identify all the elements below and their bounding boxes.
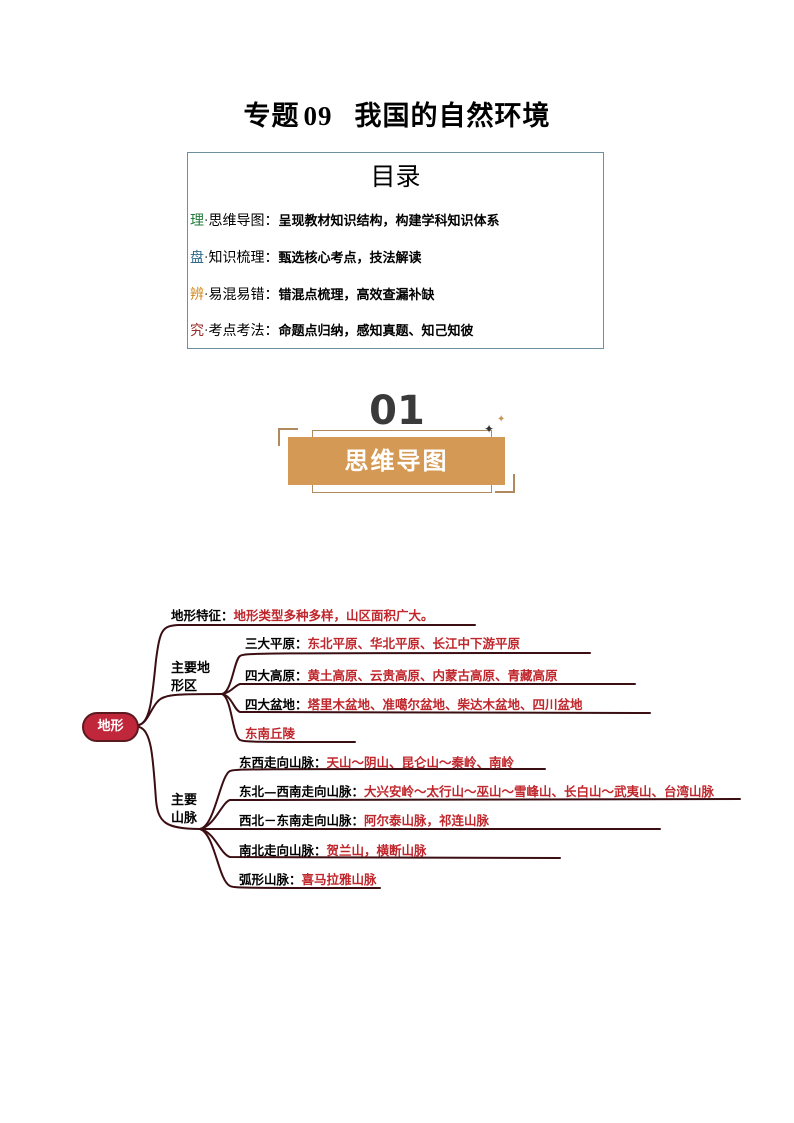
toc-key: 究 xyxy=(190,323,204,339)
node-label: 西北－东南走向山脉： xyxy=(239,813,365,828)
frame-line xyxy=(491,485,492,493)
toc-desc: 甄选核心考点，技法解读 xyxy=(278,251,422,266)
group-label: 山脉 xyxy=(171,811,198,826)
node-value: 东南丘陵 xyxy=(245,726,296,741)
toc-key: 理 xyxy=(190,213,204,229)
node-label: 南北走向山脉： xyxy=(239,843,327,858)
node-value: 贺兰山，横断山脉 xyxy=(326,843,427,858)
node-label: 弧形山脉： xyxy=(239,872,302,887)
node-value: 天山～阴山、昆仑山～秦岭、南岭 xyxy=(326,755,515,770)
toc-item-mindmap: 理·思维导图：呈现教材知识结构，构建学科知识体系 xyxy=(190,210,499,230)
toc-item-exam: 究·考点考法：命题点归纳，感知真题、知己知彼 xyxy=(190,320,473,340)
mindmap-node-ew-ranges: 东西走向山脉：天山～阴山、昆仑山～秦岭、南岭 xyxy=(239,752,514,771)
node-value: 黄土高原、云贵高原、内蒙古高原、青藏高原 xyxy=(307,668,558,683)
section-banner: 思维导图 xyxy=(288,437,505,485)
sparkle-icon: ✦ xyxy=(484,422,495,436)
mindmap-node-nw-se-ranges: 西北－东南走向山脉：阿尔泰山脉，祁连山脉 xyxy=(239,810,489,829)
mindmap-group-landforms: 主要地 形区 xyxy=(171,660,210,696)
frame-line xyxy=(312,430,313,437)
toc-item-mistakes: 辨·易混易错：错混点梳理，高效查漏补缺 xyxy=(190,284,434,304)
title-prefix: 专题 xyxy=(243,101,300,132)
node-label: 四大盆地： xyxy=(245,697,308,712)
frame-line xyxy=(312,492,492,493)
section-number: 01 xyxy=(369,388,425,434)
group-label: 主要地 xyxy=(171,661,211,676)
node-value: 喜马拉雅山脉 xyxy=(301,872,377,887)
toc-label: 易混易错： xyxy=(208,287,279,303)
toc-item-knowledge: 盘·知识梳理：甄选核心考点，技法解读 xyxy=(190,247,421,267)
toc-desc: 错混点梳理，高效查漏补缺 xyxy=(278,288,435,303)
frame-line xyxy=(312,485,313,493)
mindmap-node-plateaus: 四大高原：黄土高原、云贵高原、内蒙古高原、青藏高原 xyxy=(245,665,558,684)
corner-decoration xyxy=(278,428,298,430)
group-label: 主要 xyxy=(171,793,198,808)
node-label: 东西走向山脉： xyxy=(239,755,327,770)
toc-desc: 呈现教材知识结构，构建学科知识体系 xyxy=(278,214,500,229)
group-label: 形区 xyxy=(171,679,198,694)
mindmap-node-ne-sw-ranges: 东北—西南走向山脉：大兴安岭～太行山～巫山～雪峰山、长白山～武夷山、台湾山脉 xyxy=(239,781,714,800)
node-value: 阿尔泰山脉，祁连山脉 xyxy=(364,813,490,828)
table-of-contents: 目录 理·思维导图：呈现教材知识结构，构建学科知识体系 盘·知识梳理：甄选核心考… xyxy=(187,152,604,349)
mindmap-node-hills: 东南丘陵 xyxy=(245,723,295,742)
frame-line xyxy=(491,430,492,437)
node-value: 大兴安岭～太行山～巫山～雪峰山、长白山～武夷山、台湾山脉 xyxy=(364,784,715,799)
toc-sep: · xyxy=(204,213,209,229)
toc-key: 盘 xyxy=(190,250,204,266)
corner-decoration xyxy=(495,491,515,493)
node-label: 四大高原： xyxy=(245,668,308,683)
frame-line xyxy=(312,430,492,431)
toc-heading: 目录 xyxy=(370,162,421,191)
node-label: 地形特征： xyxy=(171,608,234,623)
mindmap-node-feature: 地形特征：地形类型多种多样，山区面积广大。 xyxy=(171,605,434,624)
toc-sep: · xyxy=(204,323,209,339)
node-value: 地形类型多种多样，山区面积广大。 xyxy=(233,608,434,623)
sparkle-icon: ✦ xyxy=(497,414,506,425)
mindmap-node-plains: 三大平原：东北平原、华北平原、长江中下游平原 xyxy=(245,633,520,652)
title-number: 09 xyxy=(303,101,333,131)
toc-label: 考点考法： xyxy=(208,323,279,339)
node-label: 东北—西南走向山脉： xyxy=(239,784,365,799)
mindmap-node-arc-ranges: 弧形山脉：喜马拉雅山脉 xyxy=(239,869,377,888)
toc-desc: 命题点归纳，感知真题、知己知彼 xyxy=(278,324,474,339)
mindmap-node-basins: 四大盆地：塔里木盆地、准噶尔盆地、柴达木盆地、四川盆地 xyxy=(245,694,583,713)
node-value: 塔里木盆地、准噶尔盆地、柴达木盆地、四川盆地 xyxy=(307,697,583,712)
mindmap-root-node: 地形 xyxy=(82,712,139,742)
corner-decoration xyxy=(513,474,515,493)
mindmap-group-mountains: 主要 山脉 xyxy=(171,792,197,828)
title-text: 我国的自然环境 xyxy=(354,101,551,132)
toc-label: 知识梳理： xyxy=(208,250,279,266)
toc-sep: · xyxy=(204,287,209,303)
node-label: 三大平原： xyxy=(245,636,308,651)
section-label: 思维导图 xyxy=(344,447,449,475)
corner-decoration xyxy=(278,428,280,446)
node-value: 东北平原、华北平原、长江中下游平原 xyxy=(307,636,521,651)
toc-key: 辨 xyxy=(190,287,204,303)
toc-sep: · xyxy=(204,250,209,266)
toc-label: 思维导图： xyxy=(208,213,279,229)
mindmap-node-ns-ranges: 南北走向山脉：贺兰山，横断山脉 xyxy=(239,840,427,859)
